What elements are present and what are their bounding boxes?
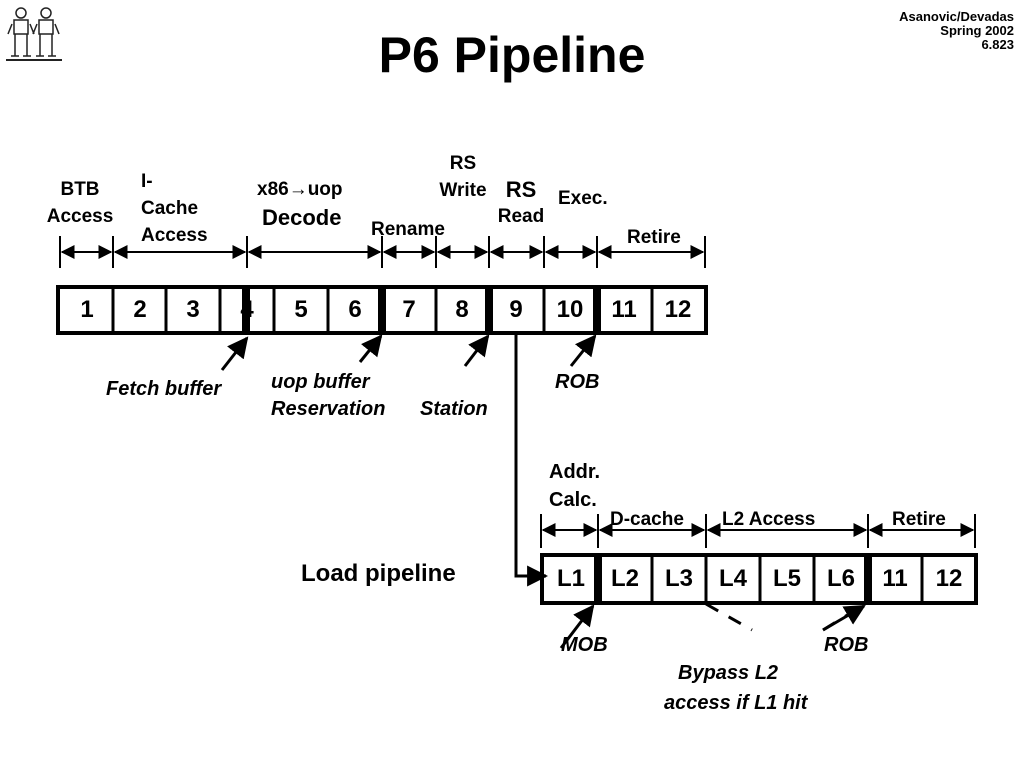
- uop-buffer-bar: [378, 287, 386, 333]
- load-stage-l1: L1: [546, 558, 596, 600]
- load-stage-label-addr: Addr. Calc.: [549, 461, 601, 511]
- stage-label-decode-top: x86→uop: [257, 179, 343, 200]
- pipeline-stage-5: 5: [276, 290, 326, 330]
- load-stage-l2: L2: [600, 558, 650, 600]
- pipeline-stage-2: 2: [115, 290, 165, 330]
- pipeline-stage-8: 8: [437, 290, 487, 330]
- load-stage-l6: L6: [816, 558, 866, 600]
- stage-label-btb: BTB Access: [46, 179, 114, 227]
- bypass-note-line1: Bypass L2: [678, 662, 779, 684]
- reservation-label: Reservation: [271, 398, 386, 420]
- load-stage-l4: L4: [708, 558, 758, 600]
- load-stage-12: 12: [924, 558, 974, 600]
- pipeline-stage-12: 12: [653, 290, 703, 330]
- uop-buffer-label: uop buffer: [271, 371, 370, 393]
- stage-label-retire: Retire: [627, 227, 681, 248]
- load-stage-l3: L3: [654, 558, 704, 600]
- mob-bar: [594, 555, 602, 603]
- fetch-buffer-bar: [242, 287, 250, 333]
- rob-bar-main: [593, 287, 601, 333]
- stage-label-exec: Exec.: [558, 188, 608, 209]
- station-label: Station: [420, 398, 488, 420]
- bypass-l2-path: [705, 602, 863, 632]
- credit-authors: Asanovic/Devadas: [899, 9, 1014, 24]
- credit-course: 6.823: [981, 37, 1014, 52]
- rob-label-main: ROB: [555, 371, 600, 393]
- pipeline-stage-3: 3: [168, 290, 218, 330]
- mob-label: MOB: [561, 634, 608, 656]
- slide-credit: Asanovic/Devadas Spring 2002 6.823: [899, 10, 1014, 52]
- pipeline-stage-11: 11: [599, 290, 649, 330]
- pipeline-stage-1: 1: [62, 290, 112, 330]
- credit-term: Spring 2002: [940, 23, 1014, 38]
- reservation-station-bar: [485, 287, 493, 333]
- stage-label-decode: Decode: [262, 205, 342, 230]
- pipeline-stage-7: 7: [384, 290, 434, 330]
- load-pipeline-heading: Load pipeline: [301, 560, 456, 587]
- load-pipeline-connector: [514, 333, 549, 587]
- pipeline-stage-10: 10: [545, 290, 595, 330]
- load-stage-11: 11: [870, 558, 920, 600]
- mit-people-logo-icon: [4, 4, 64, 62]
- rob-bar-load: [864, 555, 872, 603]
- pipeline-stage-6: 6: [330, 290, 380, 330]
- stage-label-rs-write: RS Write: [439, 153, 487, 201]
- bypass-note-line2: access if L1 hit: [664, 692, 808, 714]
- load-stage-l5: L5: [762, 558, 812, 600]
- rob-label-load: ROB: [824, 634, 869, 656]
- fetch-buffer-label: Fetch buffer: [106, 378, 222, 400]
- stage-label-rs-read: RS Read: [497, 177, 545, 227]
- stage-label-rename: Rename: [371, 219, 445, 240]
- page-title: P6 Pipeline: [378, 27, 646, 83]
- stage-label-icache: I- Cache Access: [141, 171, 208, 246]
- pipeline-stage-9: 9: [491, 290, 541, 330]
